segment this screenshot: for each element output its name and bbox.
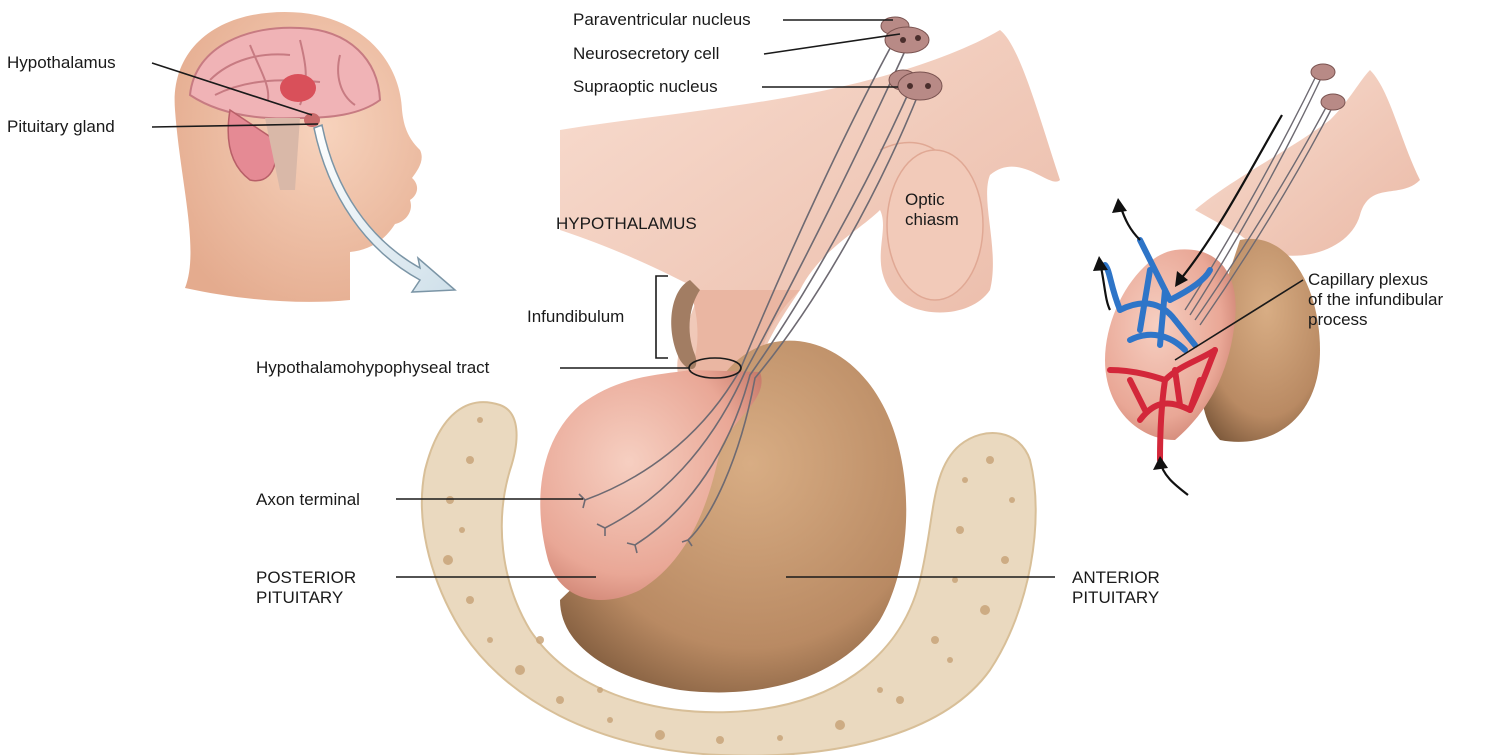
- label-capillary-line1: Capillary plexus: [1308, 270, 1443, 290]
- label-anterior-line2: PITUITARY: [1072, 588, 1160, 608]
- label-anterior-line1: ANTERIOR: [1072, 568, 1160, 588]
- label-hypothalamus-main: HYPOTHALAMUS: [556, 214, 697, 234]
- label-neurosecretory-cell: Neurosecretory cell: [573, 44, 719, 64]
- label-capillary-line3: process: [1308, 310, 1443, 330]
- label-infundibulum: Infundibulum: [527, 307, 624, 327]
- label-posterior-line2: PITUITARY: [256, 588, 356, 608]
- label-optic-chiasm-line2: chiasm: [905, 210, 959, 230]
- label-pituitary-gland: Pituitary gland: [7, 117, 115, 137]
- label-optic-chiasm-line1: Optic: [905, 190, 959, 210]
- label-hypothalamus-head: Hypothalamus: [7, 53, 116, 73]
- infundibulum-bracket: [656, 276, 668, 358]
- label-axon-terminal: Axon terminal: [256, 490, 360, 510]
- label-optic-chiasm: Optic chiasm: [905, 190, 959, 230]
- inset-infundibular-process: [1105, 64, 1420, 460]
- label-hypothalamohypophyseal-tract: Hypothalamohypophyseal tract: [256, 358, 489, 378]
- label-posterior-pituitary: POSTERIOR PITUITARY: [256, 568, 356, 608]
- label-capillary-line2: of the infundibular: [1308, 290, 1443, 310]
- label-paraventricular-nucleus: Paraventricular nucleus: [573, 10, 751, 30]
- label-anterior-pituitary: ANTERIOR PITUITARY: [1072, 568, 1160, 608]
- label-capillary-plexus: Capillary plexus of the infundibular pro…: [1308, 270, 1443, 330]
- label-supraoptic-nucleus: Supraoptic nucleus: [573, 77, 718, 97]
- head-illustration: [175, 12, 422, 302]
- label-posterior-line1: POSTERIOR: [256, 568, 356, 588]
